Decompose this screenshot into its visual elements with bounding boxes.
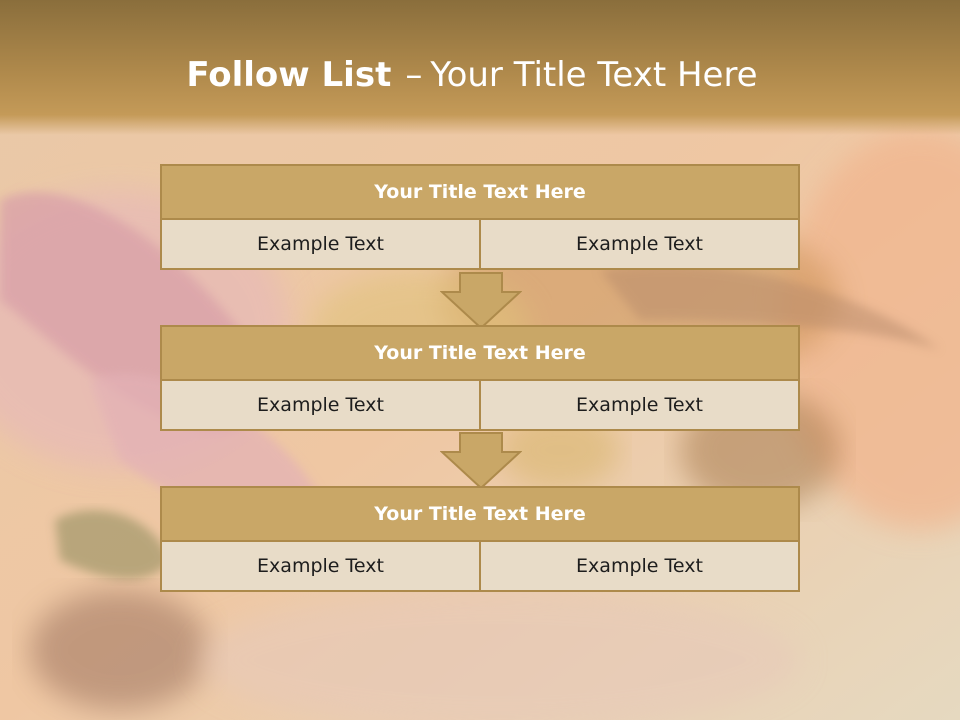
block-row: Example Text Example Text <box>160 542 800 592</box>
down-arrow-icon <box>440 272 522 330</box>
block-title: Your Title Text Here <box>160 486 800 542</box>
slide-title: Follow List–Your Title Text Here <box>0 55 944 95</box>
block-cell: Example Text <box>162 220 479 268</box>
block-row: Example Text Example Text <box>160 220 800 270</box>
list-block-3: Your Title Text Here Example Text Exampl… <box>160 486 800 592</box>
down-arrow-icon <box>440 432 522 490</box>
title-bar <box>0 0 960 135</box>
block-cell: Example Text <box>479 542 798 590</box>
title-separator: – <box>405 55 423 95</box>
block-cell: Example Text <box>479 220 798 268</box>
title-rest-part: Your Title Text Here <box>430 55 758 95</box>
block-cell: Example Text <box>479 381 798 429</box>
list-block-2: Your Title Text Here Example Text Exampl… <box>160 325 800 431</box>
title-bold-part: Follow List <box>186 55 392 95</box>
block-row: Example Text Example Text <box>160 381 800 431</box>
block-title: Your Title Text Here <box>160 325 800 381</box>
block-cell: Example Text <box>162 542 479 590</box>
block-title: Your Title Text Here <box>160 164 800 220</box>
block-cell: Example Text <box>162 381 479 429</box>
list-block-1: Your Title Text Here Example Text Exampl… <box>160 164 800 270</box>
